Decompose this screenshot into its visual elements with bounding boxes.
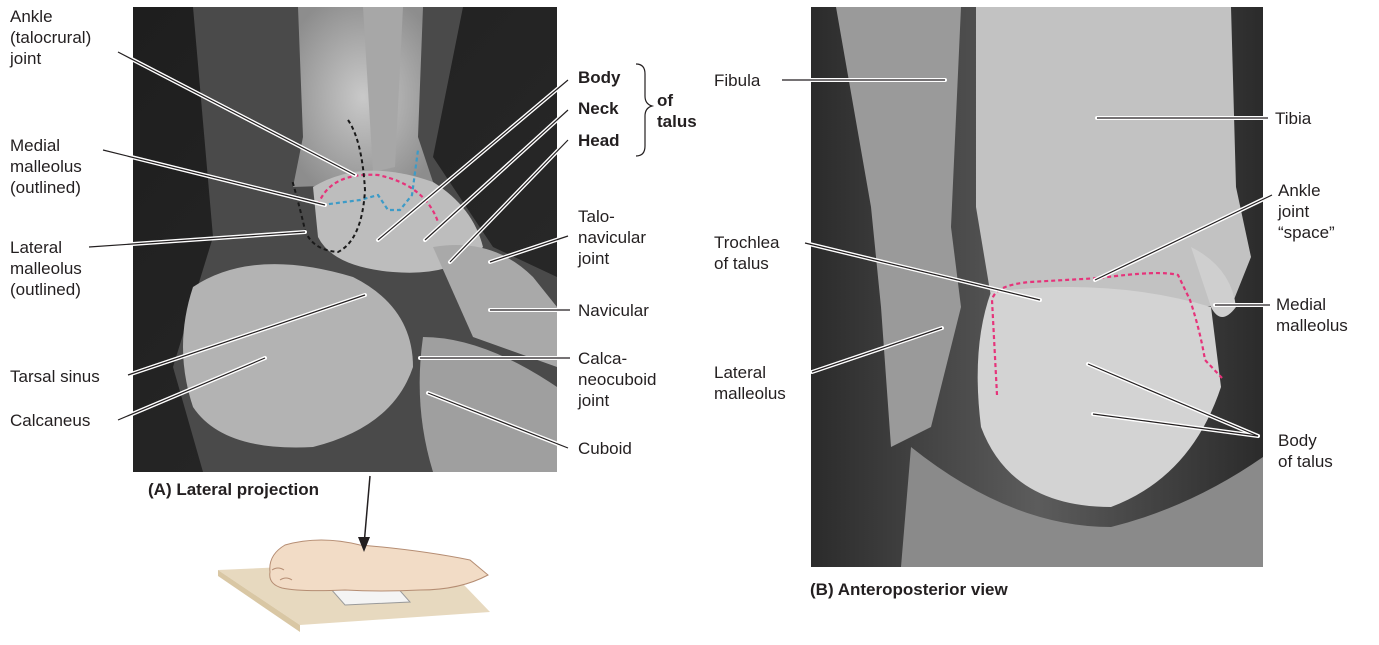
- label-trochlea-of-talus: Trochlea of talus: [714, 232, 780, 274]
- talus-dome-outline: [318, 175, 438, 222]
- label-of-talus: of talus: [657, 90, 697, 132]
- label-tarsal-sinus: Tarsal sinus: [10, 366, 100, 387]
- label-calcaneus: Calcaneus: [10, 410, 90, 431]
- label-fibula: Fibula: [714, 70, 760, 91]
- label-tibia: Tibia: [1275, 108, 1311, 129]
- label-ankle-joint: Ankle (talocrural) joint: [10, 6, 91, 69]
- label-body-of-talus: Body of talus: [1278, 430, 1333, 472]
- label-lateral-malleolus-b: Lateral malleolus: [714, 362, 786, 404]
- label-navicular: Navicular: [578, 300, 649, 321]
- label-head: Head: [578, 130, 620, 151]
- ankle-joint-space-outline: [992, 273, 1222, 395]
- label-body: Body: [578, 67, 621, 88]
- caption-anteroposterior-view: (B) Anteroposterior view: [810, 580, 1008, 600]
- label-medial-malleolus-a: Medial malleolus (outlined): [10, 135, 82, 198]
- caption-lateral-projection: (A) Lateral projection: [148, 480, 319, 500]
- label-ankle-joint-space: Ankle joint “space”: [1278, 180, 1335, 243]
- label-talonavicular-joint: Talo- navicular joint: [578, 206, 646, 269]
- medial-malleolus-outline: [322, 150, 418, 210]
- label-medial-malleolus-b: Medial malleolus: [1276, 294, 1348, 336]
- label-cuboid: Cuboid: [578, 438, 632, 459]
- label-lateral-malleolus-a: Lateral malleolus (outlined): [10, 237, 82, 300]
- talus-brace: [636, 64, 652, 156]
- label-neck: Neck: [578, 98, 619, 119]
- label-calcaneocuboid-joint: Calca- neocuboid joint: [578, 348, 656, 411]
